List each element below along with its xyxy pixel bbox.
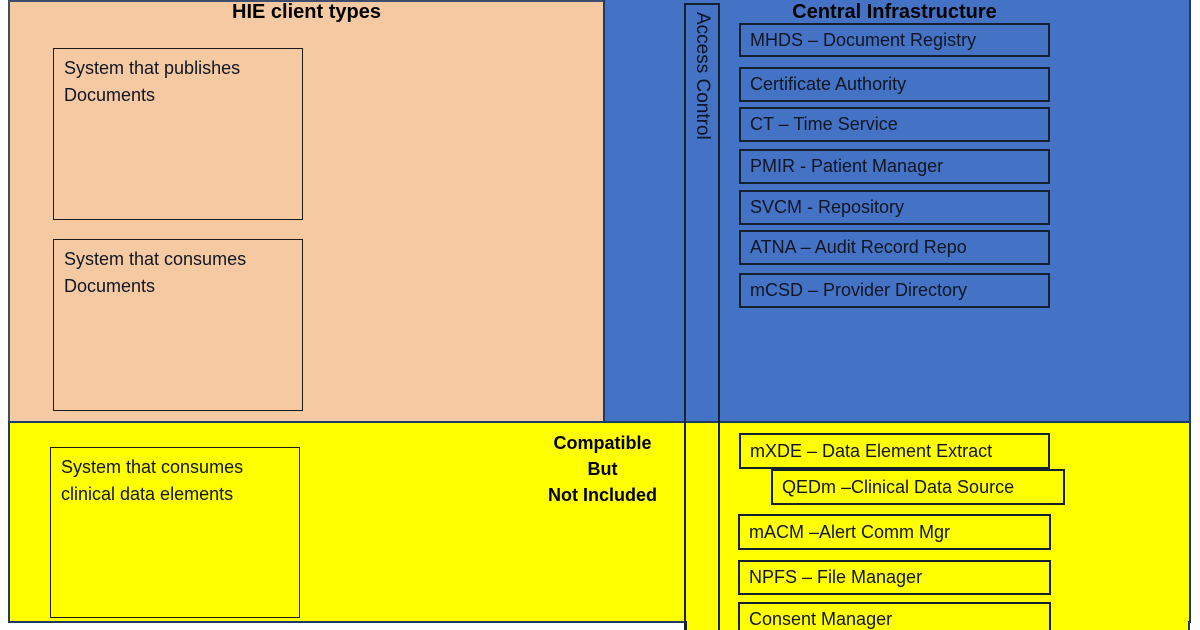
hie-clients-zone <box>8 0 605 423</box>
system-consumes-documents-box: System that consumes Documents <box>53 239 303 411</box>
atna-audit-record-repo-box: ATNA – Audit Record Repo <box>739 230 1050 265</box>
mxde-data-element-extract-box: mXDE – Data Element Extract <box>739 433 1050 469</box>
ct-time-service-box: CT – Time Service <box>739 107 1050 142</box>
svcm-repository-box: SVCM - Repository <box>739 190 1050 225</box>
access-control-bar <box>684 3 720 630</box>
central-infrastructure-title: Central Infrastructure <box>792 1 997 23</box>
system-consumes-clinical-data-box: System that consumes clinical data eleme… <box>50 447 300 618</box>
consent-manager-box: Consent Manager <box>738 602 1051 630</box>
pmir-patient-manager-box: PMIR - Patient Manager <box>739 149 1050 184</box>
central-infrastructure-zone <box>603 0 1191 423</box>
npfs-file-manager-box: NPFS – File Manager <box>738 560 1051 595</box>
hie-clients-title: HIE client types <box>232 1 381 23</box>
compatible-but-not-included-note: Compatible But Not Included <box>548 433 657 505</box>
compatible-zone-bottom-extension <box>685 621 1190 630</box>
certificate-authority-box: Certificate Authority <box>739 67 1050 102</box>
system-publishes-documents-box: System that publishes Documents <box>53 48 303 220</box>
access-control-label: Access Control <box>692 12 713 140</box>
macm-alert-comm-mgr-box: mACM –Alert Comm Mgr <box>738 514 1051 550</box>
mcsd-provider-directory-box: mCSD – Provider Directory <box>739 273 1050 308</box>
qedm-clinical-data-source-box: QEDm –Clinical Data Source <box>771 469 1065 505</box>
compatible-not-included-zone <box>8 421 1191 623</box>
mhds-document-registry-box: MHDS – Document Registry <box>739 23 1050 57</box>
